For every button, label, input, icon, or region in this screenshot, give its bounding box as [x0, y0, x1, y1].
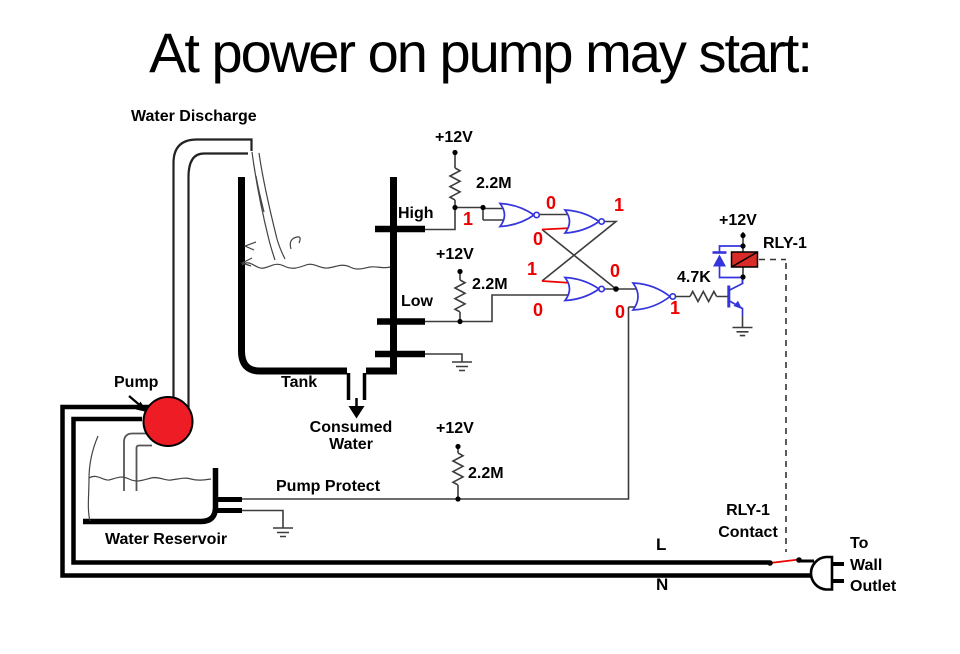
transistor-ground — [732, 316, 753, 337]
latch-red-stubs — [541, 227, 573, 284]
label-outlet-line1: To — [850, 535, 869, 552]
latch-out-junction — [613, 286, 619, 292]
water-splash — [240, 236, 301, 267]
state-driver-in2: 0 — [615, 302, 626, 322]
reservoir-water-surface — [88, 475, 212, 482]
label-tank: Tank — [281, 374, 318, 391]
relay-contact-link-dashed — [759, 258, 787, 552]
drain-arrow-head — [348, 406, 365, 419]
plug-prongs — [832, 562, 844, 583]
state-high-input: 1 — [463, 209, 474, 229]
discharge-pipe-inner — [187, 152, 248, 408]
label-base-resistor: 4.7K — [677, 269, 711, 286]
label-relay-contact: RLY-1 Contact — [708, 500, 788, 544]
state-driver-out: 1 — [670, 298, 681, 318]
label-consumed-line1: Consumed — [309, 419, 393, 436]
label-supply-bottom: +12V — [436, 420, 474, 437]
emitter-arrow — [733, 300, 742, 309]
reservoir-left-edge — [87, 435, 99, 522]
base-resistor-wire — [675, 289, 728, 304]
label-pump-protect: Pump Protect — [276, 478, 381, 495]
nor-gate-inverter — [498, 202, 541, 228]
label-outlet-line3: Outlet — [850, 578, 897, 595]
tank-water-surface — [241, 262, 391, 270]
label-consumed-line2: Water — [329, 436, 373, 453]
relay-coil-diagonal — [731, 251, 758, 268]
tank-right-wall — [366, 177, 397, 375]
slide-title: At power on pump may start: — [149, 21, 813, 84]
nor-gate-latch-bottom — [563, 276, 606, 302]
pump-icon — [142, 396, 194, 447]
nor-gate-driver — [631, 282, 677, 311]
transistor-legs — [728, 277, 744, 316]
label-supply-top: +12V — [435, 129, 473, 146]
plug-icon — [809, 555, 834, 591]
state-latch-bottom-in2: 0 — [533, 300, 544, 320]
label-resistor-bottom: 2.2M — [468, 465, 504, 482]
pump-and-pipes — [123, 138, 253, 491]
label-line-l: L — [656, 535, 667, 554]
suction-pipe-inner — [135, 444, 152, 491]
mains-wiring — [60, 258, 844, 591]
state-latch-bottom-out: 0 — [610, 261, 621, 281]
pump-protect-wire — [242, 306, 641, 500]
reservoir-wall — [83, 468, 219, 525]
logic-gates — [498, 202, 677, 311]
tank-drain-tube — [346, 373, 367, 400]
latch-cross-wire-2 — [541, 228, 641, 290]
label-relay-contact-line1: RLY-1 — [726, 502, 770, 519]
label-water-reservoir: Water Reservoir — [105, 531, 228, 548]
reservoir-ground — [242, 509, 293, 538]
label-relay: RLY-1 — [763, 235, 807, 252]
low-sensor-wire — [425, 271, 572, 323]
label-supply-relay: +12V — [719, 212, 757, 229]
label-resistor-mid: 2.2M — [472, 276, 508, 293]
contact-dot-right — [796, 557, 802, 563]
label-resistor-top: 2.2M — [476, 175, 512, 192]
contact-dot-left — [767, 560, 773, 566]
label-consumed-water: Consumed Water — [296, 419, 406, 453]
label-relay-contact-line2: Contact — [718, 524, 778, 541]
live-wire — [71, 416, 770, 565]
diode-icon — [713, 254, 726, 267]
label-outlet-line2: Wall — [850, 556, 883, 574]
water-stream — [251, 151, 286, 261]
nor-gate-latch-top — [563, 209, 606, 234]
label-to-wall-outlet: To Wall Outlet — [850, 533, 896, 598]
state-latch-bottom-in1: 1 — [527, 259, 538, 279]
relay-contact-open-switch — [769, 558, 800, 564]
reservoir-drawing — [83, 435, 293, 538]
state-latch-top-in2: 0 — [533, 229, 544, 249]
state-inverter-out: 0 — [546, 193, 557, 213]
reservoir-electrodes — [214, 497, 242, 513]
high-sensor-wire — [425, 152, 506, 231]
label-low: Low — [401, 293, 433, 310]
label-pump: Pump — [114, 374, 159, 391]
discharge-pipe-outer — [172, 138, 253, 408]
suction-pipe-outer — [123, 432, 152, 491]
tank-drawing — [238, 151, 425, 419]
tank-left-wall — [238, 177, 347, 375]
label-line-n: N — [656, 575, 669, 594]
label-water-discharge: Water Discharge — [131, 108, 257, 125]
latch-cross-wire-1 — [541, 220, 619, 282]
tank-ground — [425, 353, 472, 372]
label-high: High — [398, 205, 434, 222]
label-supply-mid: +12V — [436, 246, 474, 263]
pump-arrow-head — [136, 401, 147, 412]
relay-driver — [675, 232, 759, 337]
neutral-wire — [60, 404, 811, 578]
state-latch-top-out: 1 — [614, 195, 625, 215]
